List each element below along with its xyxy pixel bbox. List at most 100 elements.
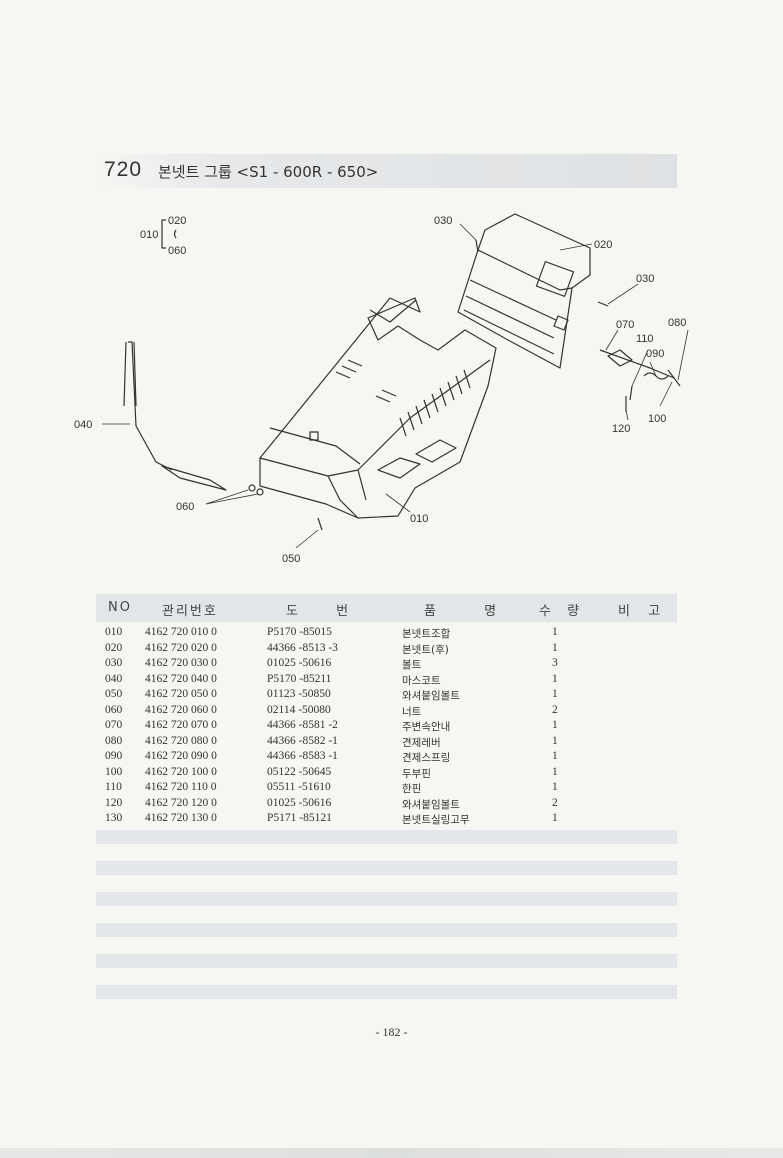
callout-070: 070 <box>616 319 634 331</box>
callout-120: 120 <box>612 423 630 435</box>
callout-110: 110 <box>636 333 654 345</box>
lever-plate-070 <box>607 349 633 367</box>
table-row: 010 4162 720 010 0 P5170 -85015 본넷트조합 1 <box>96 626 677 642</box>
cell-mgmt-no: 4162 720 090 0 <box>145 750 217 762</box>
cell-no: 030 <box>105 657 123 669</box>
cell-part-name: 볼트 <box>402 659 422 671</box>
empty-row-stripe <box>96 923 677 937</box>
table-row: 060 4162 720 060 0 02114 -50080 너트 2 <box>96 704 677 720</box>
rear-bonnet-panel <box>535 261 575 297</box>
cell-quantity: 1 <box>552 688 558 700</box>
table-row: 130 4162 720 130 0 P5171 -85121 본넷트실링고무 … <box>96 812 677 828</box>
cell-drawing-no: 44366 -8513 -3 <box>267 641 338 654</box>
bonnet-top-vent <box>335 359 363 379</box>
cell-no: 080 <box>105 734 123 747</box>
parts-table-body: 010 4162 720 010 0 P5170 -85015 본넷트조합 1 … <box>96 626 677 828</box>
cell-quantity: 1 <box>552 672 558 685</box>
header-remarks: 비 고 <box>618 604 663 619</box>
cell-quantity: 1 <box>552 781 558 793</box>
cell-part-name: 너트 <box>402 705 422 718</box>
header-mgmt-no: 관리번호 <box>162 604 218 619</box>
pin-100 <box>667 369 681 387</box>
pin-110 <box>629 385 633 401</box>
header-no: NO <box>108 600 132 615</box>
table-row: 120 4162 720 120 0 01025 -50616 와셔붙임볼트 2 <box>96 797 677 813</box>
mascot-grip <box>123 341 137 407</box>
rear-bonnet-grille <box>463 279 557 355</box>
cell-no: 010 <box>105 626 123 638</box>
cell-quantity: 2 <box>552 703 558 716</box>
callout-020: 020 <box>594 239 612 251</box>
cell-mgmt-no: 4162 720 050 0 <box>145 688 217 700</box>
page-number: - 182 - <box>375 1025 408 1039</box>
diagram-svg: 010 020 060 030 020 030 070 080 110 090 … <box>74 213 689 565</box>
cell-mgmt-no: 4162 720 040 0 <box>145 672 217 685</box>
cell-quantity: 1 <box>552 626 558 638</box>
cell-quantity: 1 <box>552 734 558 747</box>
cell-part-name: 한핀 <box>402 783 422 795</box>
callout-range-label: 010 <box>140 229 158 241</box>
callout-030a: 030 <box>434 215 452 227</box>
cell-no: 120 <box>105 796 123 809</box>
rear-bonnet-top-edge <box>477 249 573 291</box>
callout-050: 050 <box>282 553 300 565</box>
cell-drawing-no: 44366 -8581 -2 <box>267 719 338 731</box>
header-quantity: 수 량 <box>539 604 582 619</box>
parts-table-header: NO 관리번호 도 번 품 명 수 량 비 고 <box>96 594 677 622</box>
cell-mgmt-no: 4162 720 130 0 <box>145 812 217 824</box>
title-band <box>96 154 677 188</box>
cell-drawing-no: 44366 -8583 -1 <box>267 750 338 762</box>
lever-080 <box>599 349 675 379</box>
cell-mgmt-no: 4162 720 070 0 <box>145 719 217 731</box>
cell-drawing-no: 05122 -50645 <box>267 765 332 778</box>
cell-no: 040 <box>105 672 123 685</box>
empty-row-stripe <box>96 830 677 844</box>
cell-mgmt-no: 4162 720 120 0 <box>145 796 217 809</box>
header-part-name: 품 명 <box>424 604 499 619</box>
cell-no: 060 <box>105 703 123 716</box>
cell-no: 100 <box>105 765 123 778</box>
callout-040: 040 <box>74 419 92 431</box>
cell-part-name: 견제스프링 <box>402 752 451 764</box>
rear-bonnet-latch <box>553 315 569 331</box>
bonnet-nose <box>327 475 359 519</box>
cell-part-name: 와셔붙임볼트 <box>402 798 460 811</box>
cell-quantity: 1 <box>552 719 558 731</box>
cell-mgmt-no: 4162 720 030 0 <box>145 657 217 669</box>
cell-part-name: 본넷트(후) <box>402 643 449 656</box>
cell-mgmt-no: 4162 720 080 0 <box>145 734 217 747</box>
cell-mgmt-no: 4162 720 020 0 <box>145 641 217 654</box>
header-drawing-no: 도 번 <box>286 604 351 619</box>
table-row: 110 4162 720 110 0 05511 -51610 한핀 1 <box>96 781 677 797</box>
cell-mgmt-no: 4162 720 060 0 <box>145 703 217 716</box>
bonnet-front-edge <box>269 427 361 465</box>
cell-part-name: 본넷트실링고무 <box>402 814 470 826</box>
exploded-parts-diagram: 010 020 060 030 020 030 070 080 110 090 … <box>60 200 720 580</box>
callout-range-from: 020 <box>168 215 186 227</box>
cell-drawing-no: 44366 -8582 -1 <box>267 734 338 747</box>
bolt-050 <box>317 517 323 531</box>
range-tilde <box>173 229 177 239</box>
bonnet-outline <box>259 297 497 519</box>
cell-quantity: 3 <box>552 657 558 669</box>
cell-part-name: 두부핀 <box>402 767 431 780</box>
cell-part-name: 와셔붙임볼트 <box>402 690 460 702</box>
cell-quantity: 2 <box>552 796 558 809</box>
mascot-bracket <box>161 465 227 491</box>
bonnet-side-vents <box>399 369 471 437</box>
cell-part-name: 주변속안내 <box>402 721 451 733</box>
callout-010: 010 <box>410 513 428 525</box>
cell-drawing-no: 02114 -50080 <box>267 703 331 716</box>
cell-quantity: 1 <box>552 641 558 654</box>
empty-row-stripe <box>96 892 677 906</box>
cell-no: 110 <box>105 781 122 793</box>
table-row: 100 4162 720 100 0 05122 -50645 두부핀 1 <box>96 766 677 782</box>
rear-bonnet-outline <box>457 213 591 369</box>
bolt-030a <box>475 239 479 253</box>
cell-no: 090 <box>105 750 123 762</box>
callout-090: 090 <box>646 348 664 360</box>
cell-drawing-no: 01025 -50616 <box>267 796 332 809</box>
bonnet-top-ridge <box>369 299 417 323</box>
cell-drawing-no: P5170 -85211 <box>267 672 332 685</box>
callout-range-to: 060 <box>168 245 186 257</box>
